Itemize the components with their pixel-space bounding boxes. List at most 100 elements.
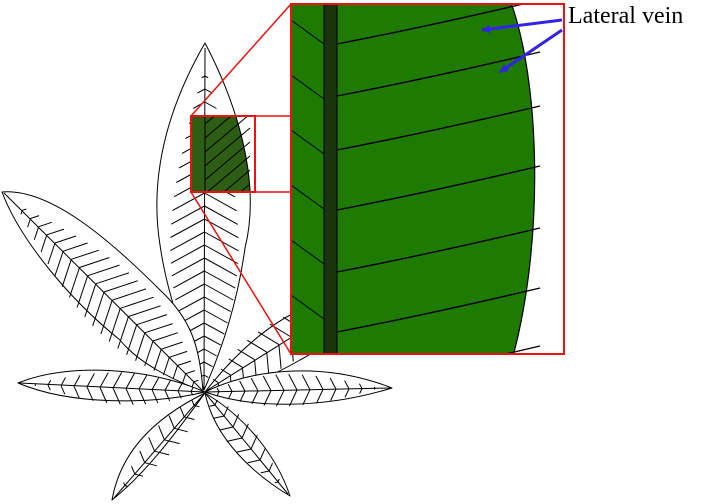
lateral-vein-line — [76, 275, 89, 308]
lateral-vein-line — [206, 155, 251, 192]
highlight-region — [190, 115, 256, 193]
lateral-vein-line — [69, 267, 80, 298]
lateral-vein-line — [502, 345, 541, 354]
lateral-vein-line — [239, 183, 251, 192]
lateral-vein-line — [124, 485, 129, 487]
lateral-vein-line — [191, 381, 195, 387]
lateral-vein-line — [60, 377, 66, 386]
lateral-vein-line — [144, 323, 173, 334]
lateral-vein-line — [185, 370, 196, 375]
lateral-vein-line — [288, 389, 298, 407]
leaflet-left — [17, 369, 206, 405]
lateral-vein-line — [301, 374, 311, 390]
lateral-vein-line — [22, 208, 27, 211]
lateral-vein-line — [237, 348, 255, 361]
lateral-vein-line — [266, 352, 270, 375]
lateral-vein-line — [153, 349, 162, 371]
lateral-veins-upper-left-leaflet — [20, 208, 199, 387]
lateral-vein-line — [134, 473, 144, 477]
lateral-vein-line — [179, 407, 185, 418]
lateral-vein-line — [316, 389, 324, 404]
lateral-vein-line — [112, 372, 123, 389]
lateral-vein-line — [330, 388, 337, 401]
lateral-vein-line — [173, 270, 205, 289]
lateral-vein-line — [120, 296, 154, 309]
lateral-vein-line — [152, 332, 179, 342]
lateral-vein-line — [336, 51, 541, 97]
lateral-vein-line — [203, 361, 213, 368]
lateral-vein-line — [164, 439, 180, 445]
lateral-vein-line — [291, 74, 325, 100]
lateral-vein-line — [219, 426, 234, 431]
lateral-vein-line — [203, 348, 217, 357]
lateral-vein-line — [344, 388, 350, 398]
lateral-vein-line — [158, 425, 165, 440]
lateral-veins-magnified — [291, 4, 541, 354]
lateral-vein-line — [359, 388, 363, 394]
lateral-vein-line — [84, 283, 97, 318]
lateral-vein-line — [177, 360, 192, 366]
lateral-vein-line — [204, 244, 239, 264]
arrow-to-vein-1 — [481, 18, 563, 33]
lateral-vein-line — [336, 287, 541, 333]
lateral-vein-line — [117, 316, 129, 349]
lateral-vein-line — [47, 384, 51, 391]
lateral-vein-line — [164, 379, 172, 391]
lateral-vein-line — [99, 372, 109, 388]
lateral-vein-line — [73, 386, 80, 399]
lateral-vein-line — [250, 377, 259, 392]
lateral-vein-line — [190, 391, 194, 396]
lateral-vein-line — [329, 377, 337, 390]
lateral-vein-line — [135, 332, 146, 361]
lateral-vein-line — [126, 324, 138, 356]
lateral-vein-line — [291, 129, 325, 155]
lateral-vein-line — [236, 448, 252, 453]
lateral-vein-line — [291, 239, 325, 265]
lateral-vein-line — [131, 466, 136, 475]
highlight-box — [190, 115, 256, 193]
arrow-to-vein-2 — [499, 28, 563, 74]
lateral-vein-line — [204, 75, 209, 79]
lateral-vein-line — [47, 380, 52, 386]
lateral-vein-line — [182, 373, 187, 384]
lateral-vein-line — [33, 226, 40, 240]
leaflet-bottom-left — [111, 392, 206, 501]
lateral-vein-line — [336, 165, 541, 211]
lateral-vein-line — [86, 373, 95, 388]
lateral-vein-line — [151, 376, 160, 390]
lateral-vein-line — [204, 116, 216, 125]
lateral-vein-line — [128, 305, 161, 317]
lateral-vein-line — [139, 450, 146, 463]
lateral-vein-line — [220, 368, 231, 376]
lateral-vein-line — [291, 184, 325, 210]
lateral-vein-line — [239, 390, 246, 402]
lateral-vein-line — [170, 231, 205, 252]
lateral-vein-line — [169, 350, 188, 358]
lateral-vein-line — [95, 272, 130, 285]
lateral-vein-line — [204, 296, 231, 313]
leaflet-bottom-right — [204, 392, 291, 497]
lateral-vein-line — [73, 374, 81, 387]
lateral-vein-line — [344, 380, 350, 390]
lateral-vein-line — [125, 372, 136, 389]
lateral-vein-line — [112, 387, 121, 405]
lateral-vein-line — [20, 210, 23, 215]
lateral-vein-line — [54, 235, 77, 244]
lateral-veins-lower-right-leaflet — [216, 373, 376, 407]
lateral-vein-line — [138, 388, 147, 405]
lateral-vein-line — [263, 390, 272, 406]
lateral-vein-line — [161, 341, 183, 350]
lateral-vein-line — [209, 404, 216, 407]
lateral-vein-line — [175, 283, 205, 301]
lateral-vein-line — [204, 127, 251, 167]
lateral-vein-label: Lateral vein — [568, 3, 684, 29]
lateral-vein-line — [358, 383, 363, 389]
lateral-vein-line — [34, 384, 37, 387]
lateral-vein-line — [47, 242, 56, 265]
lateral-veins-left-leaflet — [34, 372, 194, 405]
lateral-vein-line — [288, 373, 298, 391]
lateral-vein-line — [172, 365, 178, 380]
lateral-vein-line — [103, 280, 138, 293]
lateral-veins-bottom-left-leaflet — [123, 400, 200, 487]
lateral-vein-line — [92, 291, 105, 326]
